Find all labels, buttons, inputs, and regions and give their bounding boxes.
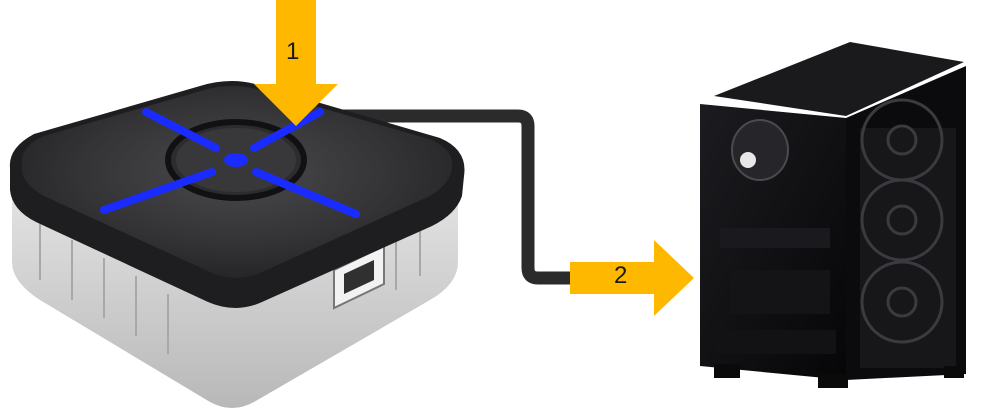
center-led-dot bbox=[224, 153, 248, 167]
blue-led-cross bbox=[100, 108, 360, 218]
internal-components bbox=[716, 119, 836, 354]
desktop-pc-tower-icon bbox=[700, 42, 966, 388]
step-1-label: 1 bbox=[286, 38, 300, 65]
usb-button-device-icon bbox=[9, 81, 465, 408]
arrow-1 bbox=[254, 0, 338, 126]
usb-cable bbox=[330, 109, 575, 285]
step-2-label: 2 bbox=[614, 262, 628, 289]
arrow-2 bbox=[570, 240, 694, 316]
front-fans bbox=[860, 98, 944, 344]
